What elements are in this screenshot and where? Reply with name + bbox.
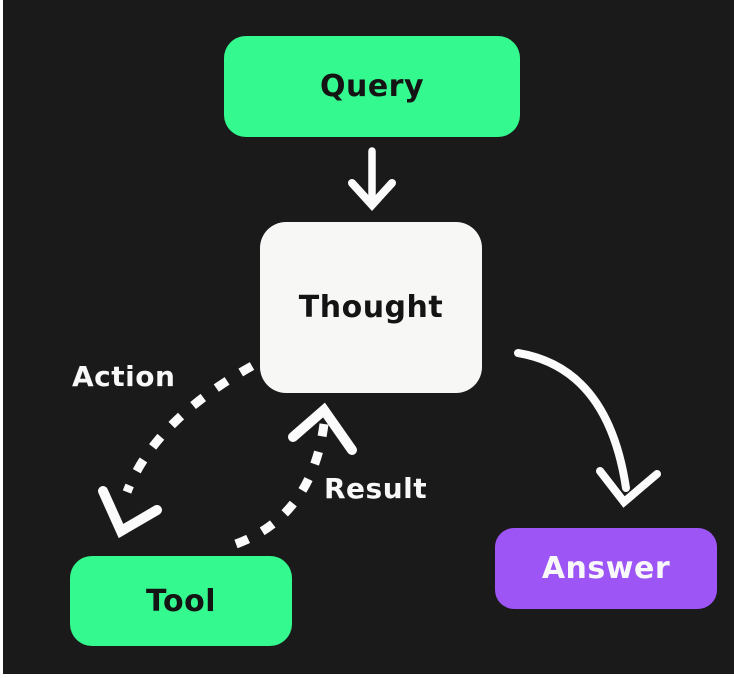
node-query-label: Query (319, 69, 425, 104)
node-query: Query (224, 36, 520, 137)
node-thought-label: Thought (298, 290, 444, 325)
node-answer: Answer (495, 528, 717, 609)
node-answer-label: Answer (541, 551, 671, 586)
node-tool-label: Tool (146, 583, 216, 619)
edge-label-action: Action (72, 360, 176, 393)
node-thought: Thought (260, 222, 482, 393)
edge-label-result: Result (324, 472, 428, 505)
node-tool: Tool (70, 556, 292, 646)
